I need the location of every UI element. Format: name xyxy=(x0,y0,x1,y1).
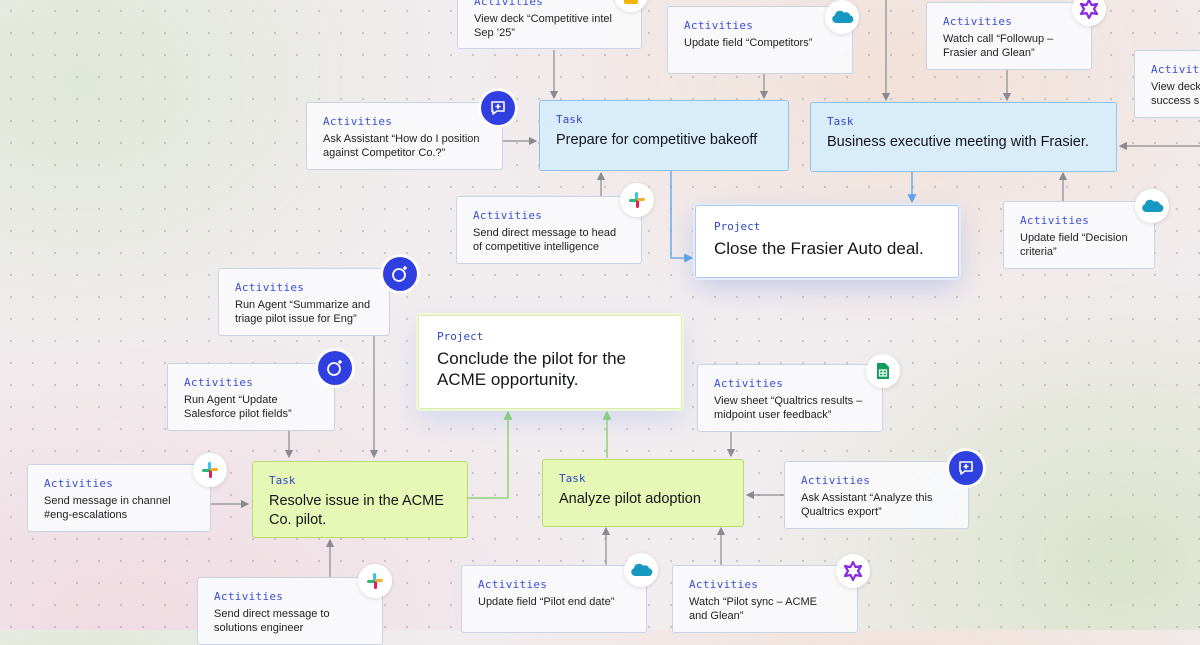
activity-text: Send message in channel #eng-escalations xyxy=(44,495,171,521)
task-label: Task xyxy=(559,472,586,485)
activity-text: Watch “Pilot sync – ACME and Glean” xyxy=(689,596,817,622)
activity-text: Update field “Competitors” xyxy=(684,37,813,49)
activity-text: View deck “Competitive intel Sep ’25” xyxy=(474,13,612,39)
assistant-icon xyxy=(481,91,515,125)
project-label: Project xyxy=(437,330,484,343)
task-business-executive-meeting[interactable]: Task Business executive meeting with Fra… xyxy=(810,102,1117,172)
activity-label: Activities xyxy=(323,115,393,128)
activity-label: Activities xyxy=(1020,214,1090,227)
activity-watch-pilot-sync[interactable]: Activities Watch “Pilot sync – ACME and … xyxy=(672,565,858,633)
activity-update-field-competitors[interactable]: Activities Update field “Competitors” xyxy=(667,6,853,74)
task-analyze-pilot-adoption[interactable]: Task Analyze pilot adoption xyxy=(542,459,744,527)
project-close-frasier-auto[interactable]: Project Close the Frasier Auto deal. xyxy=(695,205,959,278)
activity-text: Watch call “Followup – Frasier and Glean… xyxy=(943,33,1054,59)
activity-send-message-eng-escalations[interactable]: Activities Send message in channel #eng-… xyxy=(27,464,211,532)
activity-run-agent-update-salesforce[interactable]: Activities Run Agent “Update Salesforce … xyxy=(167,363,335,431)
task-label: Task xyxy=(827,115,854,128)
activity-ask-assistant-qualtrics[interactable]: Activities Ask Assistant “Analyze this Q… xyxy=(784,461,969,529)
activity-view-sheet-qualtrics[interactable]: Activities View sheet “Qualtrics results… xyxy=(697,364,883,432)
activity-update-field-decision-criteria[interactable]: Activities Update field “Decision criter… xyxy=(1003,201,1155,269)
task-text: Resolve issue in the ACME Co. pilot. xyxy=(269,493,444,528)
activity-label: Activities xyxy=(684,19,754,32)
slack-icon xyxy=(620,183,654,217)
activity-text: Send direct message to solutions enginee… xyxy=(214,608,330,634)
edge-prep-to-frasier xyxy=(670,171,694,263)
activity-view-deck-competitive-intel[interactable]: Activities View deck “Competitive intel … xyxy=(457,0,642,49)
activity-send-dm-competitive-intel[interactable]: Activities Send direct message to head o… xyxy=(456,196,642,264)
project-conclude-acme-pilot[interactable]: Project Conclude the pilot for the ACME … xyxy=(418,315,682,409)
task-label: Task xyxy=(556,113,583,126)
salesforce-icon xyxy=(1135,189,1169,223)
project-text: Close the Frasier Auto deal. xyxy=(714,239,924,258)
agent-icon xyxy=(318,351,352,385)
task-label: Task xyxy=(269,474,296,487)
activity-text: Run Agent “Summarize and triage pilot is… xyxy=(235,299,371,325)
activity-text: View deck success s xyxy=(1151,81,1200,107)
activity-label: Activities xyxy=(235,281,305,294)
activity-watch-call-followup[interactable]: Activities Watch call “Followup – Frasie… xyxy=(926,2,1092,70)
edge-resolve-to-acme xyxy=(468,410,513,499)
task-text: Analyze pilot adoption xyxy=(559,491,701,507)
activity-text: Send direct message to head of competiti… xyxy=(473,227,617,253)
assistant-icon xyxy=(949,451,983,485)
diagram-edges xyxy=(211,0,1200,577)
activity-text: View sheet “Qualtrics results – midpoint… xyxy=(714,395,863,421)
project-label: Project xyxy=(714,220,761,233)
activity-text: Ask Assistant “How do I position against… xyxy=(323,133,480,159)
activity-label: Activities xyxy=(801,474,871,487)
activity-text: Update field “Decision criteria” xyxy=(1020,232,1128,258)
activity-label: Activities xyxy=(214,590,284,603)
task-text: Business executive meeting with Frasier. xyxy=(827,134,1089,150)
activity-run-agent-summarize[interactable]: Activities Run Agent “Summarize and tria… xyxy=(218,268,390,336)
salesforce-icon xyxy=(825,0,859,34)
activity-send-dm-solutions-engineer[interactable]: Activities Send direct message to soluti… xyxy=(197,577,383,645)
activity-text: Ask Assistant “Analyze this Qualtrics ex… xyxy=(801,492,933,518)
task-text: Prepare for competitive bakeoff xyxy=(556,132,758,148)
activity-label: Activities xyxy=(184,376,254,389)
activity-label: Activities xyxy=(943,15,1013,28)
task-resolve-acme-pilot-issue[interactable]: Task Resolve issue in the ACME Co. pilot… xyxy=(252,461,468,538)
google-slides-icon xyxy=(614,0,648,12)
google-sheets-icon xyxy=(866,354,900,388)
gong-icon xyxy=(836,554,870,588)
slack-icon xyxy=(193,453,227,487)
activity-label: Activities xyxy=(44,477,114,490)
activity-label: Activities xyxy=(478,578,548,591)
activity-view-deck-success[interactable]: Activities View deck success s xyxy=(1134,50,1200,118)
slack-icon xyxy=(358,564,392,598)
activity-label: Activities xyxy=(714,377,784,390)
salesforce-icon xyxy=(624,553,658,587)
activity-label: Activities xyxy=(473,209,543,222)
activity-text: Update field “Pilot end date” xyxy=(478,596,615,608)
agent-icon xyxy=(383,257,417,291)
activity-text: Run Agent “Update Salesforce pilot field… xyxy=(184,394,292,420)
activity-label: Activities xyxy=(474,0,544,8)
activity-ask-assistant-position[interactable]: Activities Ask Assistant “How do I posit… xyxy=(306,102,503,170)
gong-icon xyxy=(1072,0,1106,26)
activity-update-field-pilot-end-date[interactable]: Activities Update field “Pilot end date” xyxy=(461,565,647,633)
project-text: Conclude the pilot for the ACME opportun… xyxy=(437,349,627,389)
activity-label: Activities xyxy=(1151,63,1200,76)
activity-label: Activities xyxy=(689,578,759,591)
task-prepare-competitive-bakeoff[interactable]: Task Prepare for competitive bakeoff xyxy=(539,100,789,171)
